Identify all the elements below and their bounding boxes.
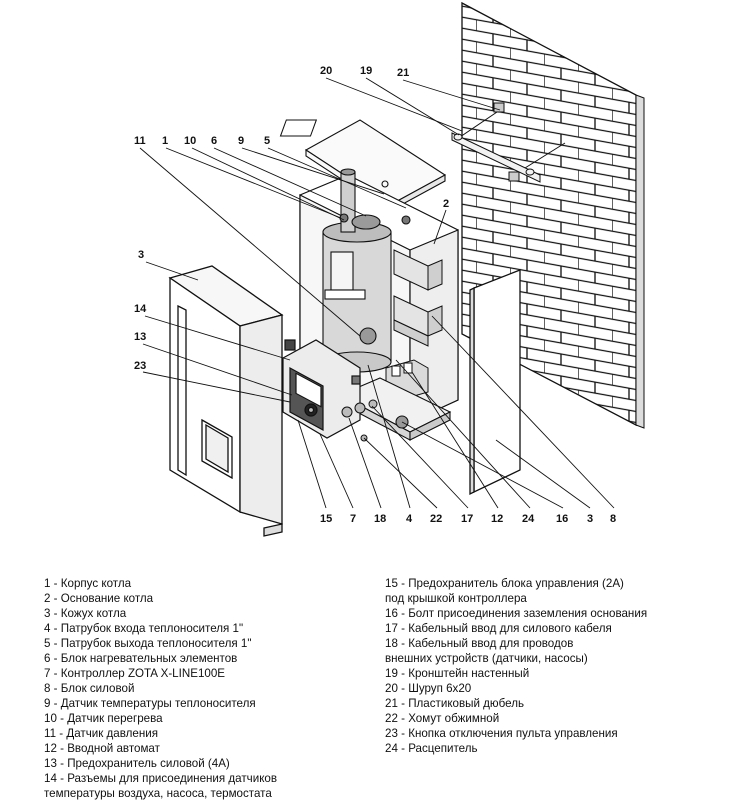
callout-7: 7 — [350, 513, 356, 525]
callout-3-top: 3 — [138, 249, 144, 261]
wall-bracket — [451, 102, 566, 183]
callout-14: 14 — [134, 303, 147, 315]
callout-21: 21 — [397, 67, 409, 79]
legend-item: 15 - Предохранитель блока управления (2А… — [385, 577, 624, 605]
legend-item: 16 - Болт присоединения заземления основ… — [385, 607, 648, 620]
callout-15: 15 — [320, 513, 332, 525]
callout-4: 4 — [406, 513, 413, 525]
legend-item: 17 - Кабельный ввод для силового кабеля — [385, 622, 612, 635]
callout-20: 20 — [320, 65, 332, 77]
legend-item: 8 - Блок силовой — [44, 682, 135, 695]
callout-9: 9 — [238, 135, 244, 147]
power-block — [393, 249, 443, 347]
callout-6: 6 — [211, 135, 217, 147]
callout-2: 2 — [443, 198, 449, 210]
callout-13: 13 — [134, 331, 146, 343]
callout-labels: 20 19 21 11 1 10 6 9 5 2 3 14 13 23 15 7… — [134, 65, 616, 525]
leader-lines — [139, 77, 615, 509]
legend-item: 11 - Датчик давления — [44, 727, 158, 740]
heat-exchanger-tank — [322, 168, 411, 373]
callout-22: 22 — [430, 513, 442, 525]
callout-11: 11 — [134, 135, 146, 147]
legend-item: 23 - Кнопка отключения пульта управления — [385, 727, 618, 740]
legend-item: 19 - Кронштейн настенный — [385, 667, 530, 680]
callout-17: 17 — [461, 513, 473, 525]
legend-item: 14 - Разъемы для присоединения датчиков … — [44, 772, 278, 800]
legend-item: 4 - Патрубок входа теплоносителя 1" — [44, 622, 244, 635]
legend-left-column: 1 - Корпус котла 2 - Основание котла 3 -… — [44, 576, 374, 801]
legend-item: 20 - Шуруп 6х20 — [385, 682, 472, 695]
callout-1: 1 — [162, 135, 168, 147]
legend-item: 1 - Корпус котла — [44, 577, 132, 590]
cable-glands — [341, 399, 378, 442]
legend-item: 21 - Пластиковый дюбель — [385, 697, 525, 710]
callout-10: 10 — [184, 135, 196, 147]
legend-right-column: 15 - Предохранитель блока управления (2А… — [385, 576, 740, 756]
callout-8: 8 — [610, 513, 616, 525]
callout-3-bottom: 3 — [587, 513, 593, 525]
callout-18: 18 — [374, 513, 386, 525]
legend-item: 22 - Хомут обжимной — [385, 712, 500, 725]
legend-item: 13 - Предохранитель силовой (4А) — [44, 757, 230, 770]
boiler-exploded-view: 20 19 21 11 1 10 6 9 5 2 3 14 13 23 15 7… — [134, 1, 645, 537]
legend-item: 18 - Кабельный ввод для проводов внешних… — [385, 637, 588, 665]
callout-19: 19 — [360, 65, 372, 77]
front-casing — [168, 265, 284, 537]
callout-5: 5 — [264, 135, 270, 147]
controller-unit — [282, 339, 361, 439]
legend-item: 2 - Основание котла — [44, 592, 154, 605]
legend-item: 6 - Блок нагревательных элементов — [44, 652, 238, 665]
legend-item: 9 - Датчик температуры теплоносителя — [44, 697, 256, 710]
legend-item: 10 - Датчик перегрева — [44, 712, 163, 725]
legend-item: 7 - Контроллер ZOTA X-LINE100E — [44, 667, 226, 680]
legend-item: 12 - Вводной автомат — [44, 742, 160, 755]
legend-item: 3 - Кожух котла — [44, 607, 127, 620]
legend-item: 5 - Патрубок выхода теплоносителя 1" — [44, 637, 252, 650]
legend-item: 24 - Расцепитель — [385, 742, 478, 755]
callout-12: 12 — [491, 513, 503, 525]
callout-24: 24 — [522, 513, 535, 525]
callout-16: 16 — [556, 513, 568, 525]
callout-23: 23 — [134, 360, 146, 372]
